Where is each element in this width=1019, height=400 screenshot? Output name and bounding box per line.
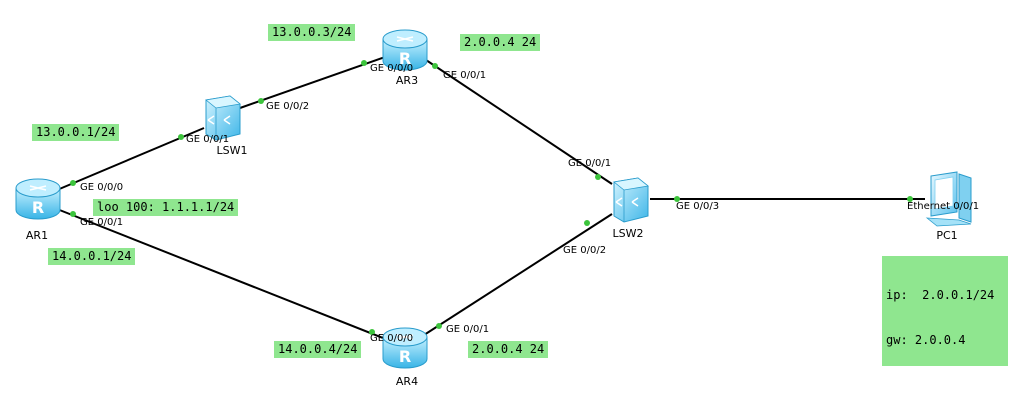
port-label-ar3-ge001: GE 0/0/1 [443, 70, 486, 81]
switch-icon [205, 95, 241, 141]
port-dots [70, 60, 913, 335]
switch-lsw2[interactable] [613, 177, 649, 223]
note-ar1-loopback: loo 100: 1.1.1.1/24 [93, 199, 239, 216]
port-dot [907, 196, 913, 202]
port-label-pc1-eth001: Ethernet 0/0/1 [907, 201, 979, 212]
device-label-lsw1: LSW1 [217, 144, 248, 157]
note-ar3-ge001-ip: 2.0.0.4 24 [460, 34, 541, 51]
port-dot [258, 98, 264, 104]
note-ar4-ge001-ip: 2.0.0.4 24 [468, 341, 549, 358]
device-label-ar3: AR3 [396, 74, 418, 87]
port-label-lsw2-ge002: GE 0/0/2 [563, 245, 606, 256]
port-label-ar3-ge000: GE 0/0/0 [370, 63, 413, 74]
link-ar3-lsw2[interactable] [419, 55, 613, 185]
port-dot [595, 174, 601, 180]
pc-pc1[interactable] [925, 171, 972, 227]
switch-icon [613, 177, 649, 223]
link-ar4-lsw2[interactable] [423, 213, 613, 336]
note-pc1-ip: ip: 2.0.0.1/24 [886, 288, 995, 302]
port-label-lsw1-ge001: GE 0/0/1 [186, 134, 229, 145]
note-ar3-ge000-ip: 13.0.0.3/24 [268, 24, 356, 41]
link-ar1-ar4[interactable] [56, 208, 389, 341]
device-label-ar4: AR4 [396, 375, 418, 388]
note-pc1-config: ip: 2.0.0.1/24 gw: 2.0.0.4 [882, 256, 1008, 366]
switch-lsw1[interactable] [205, 95, 241, 141]
port-label-ar4-ge001: GE 0/0/1 [446, 324, 489, 335]
port-dot [178, 134, 184, 140]
port-dot [674, 196, 680, 202]
port-label-ar4-ge000: GE 0/0/0 [370, 333, 413, 344]
port-dot [436, 323, 442, 329]
port-dot [369, 329, 375, 335]
svg-text:R: R [399, 49, 411, 68]
port-label-lsw2-ge003: GE 0/0/3 [676, 201, 719, 212]
device-label-ar1: AR1 [26, 229, 48, 242]
port-label-lsw1-ge002: GE 0/0/2 [266, 101, 309, 112]
note-pc1-gw: gw: 2.0.0.4 [886, 333, 966, 347]
port-label-ar1-ge000: GE 0/0/0 [80, 182, 123, 193]
router-icon: R [382, 29, 428, 71]
router-ar1[interactable]: R [15, 178, 61, 220]
device-label-pc1: PC1 [936, 229, 957, 242]
port-dot [361, 60, 367, 66]
port-dot [432, 63, 438, 69]
svg-text:R: R [32, 198, 44, 217]
svg-text:R: R [399, 347, 411, 366]
note-ar4-ge000-ip: 14.0.0.4/24 [274, 341, 362, 358]
port-dot [70, 180, 76, 186]
router-icon: R [382, 327, 428, 369]
pc-icon [925, 171, 972, 227]
router-ar3[interactable]: R [382, 29, 428, 71]
device-label-lsw2: LSW2 [613, 227, 644, 240]
port-label-lsw2-ge001: GE 0/0/1 [568, 158, 611, 169]
router-ar4[interactable]: R [382, 327, 428, 369]
note-ar1-ge000-ip: 13.0.0.1/24 [32, 124, 120, 141]
note-ar1-ge001-ip: 14.0.0.1/24 [48, 248, 136, 265]
port-label-ar1-ge001: GE 0/0/1 [80, 217, 123, 228]
port-dot [584, 220, 590, 226]
router-icon: R [15, 178, 61, 220]
port-dot [70, 211, 76, 217]
